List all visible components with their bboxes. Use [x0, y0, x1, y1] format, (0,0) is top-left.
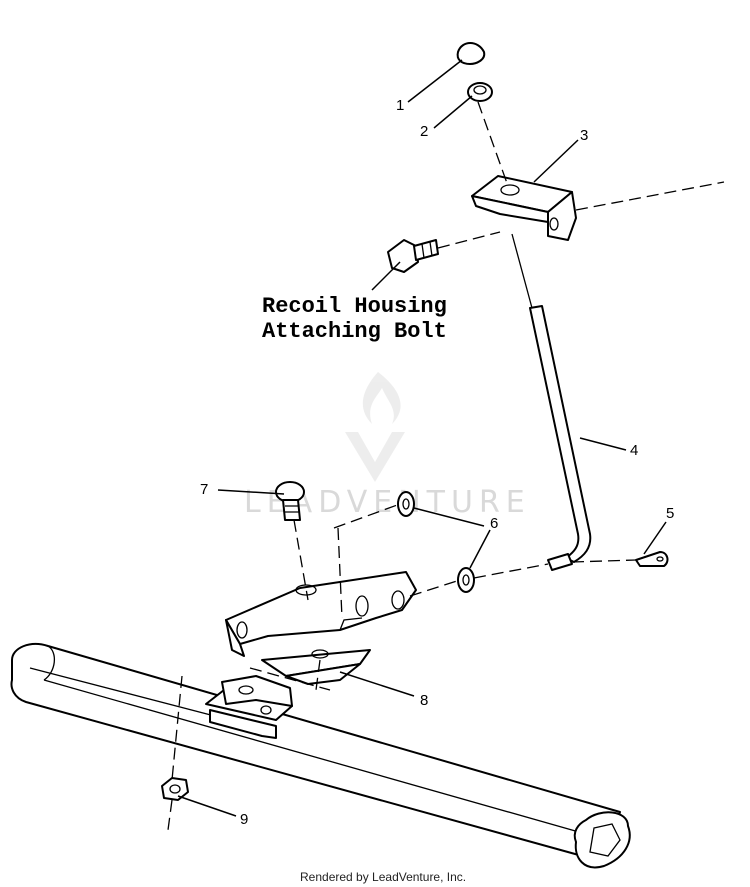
callout-4: 4	[630, 442, 638, 459]
callout-5: 5	[666, 505, 674, 522]
callout-1: 1	[396, 97, 404, 114]
center-lines	[167, 101, 725, 831]
callout-9: 9	[240, 811, 248, 828]
leadventure-watermark-logo	[345, 372, 405, 482]
part-2-lockwasher	[467, 82, 493, 102]
callout-8: 8	[420, 692, 428, 709]
lever-bracket	[225, 571, 417, 657]
frame-tube	[10, 642, 631, 869]
recoil-housing-label-line2: Attaching Bolt	[262, 319, 447, 344]
callout-3: 3	[580, 127, 588, 144]
leader-lines	[177, 59, 667, 817]
recoil-housing-bolt	[387, 239, 439, 273]
part-3-bracket	[471, 175, 577, 241]
part-8-bracket	[205, 649, 371, 739]
footer-credit: Rendered by LeadVenture, Inc.	[300, 870, 466, 884]
callout-6: 6	[490, 515, 498, 532]
recoil-housing-label-line1: Recoil Housing	[262, 294, 447, 319]
part-7-screw	[275, 481, 305, 521]
part-9-nut	[161, 777, 189, 801]
part-6-washers	[397, 491, 475, 593]
callout-2: 2	[420, 123, 428, 140]
callout-7: 7	[200, 481, 208, 498]
part-5-clip	[635, 551, 669, 567]
